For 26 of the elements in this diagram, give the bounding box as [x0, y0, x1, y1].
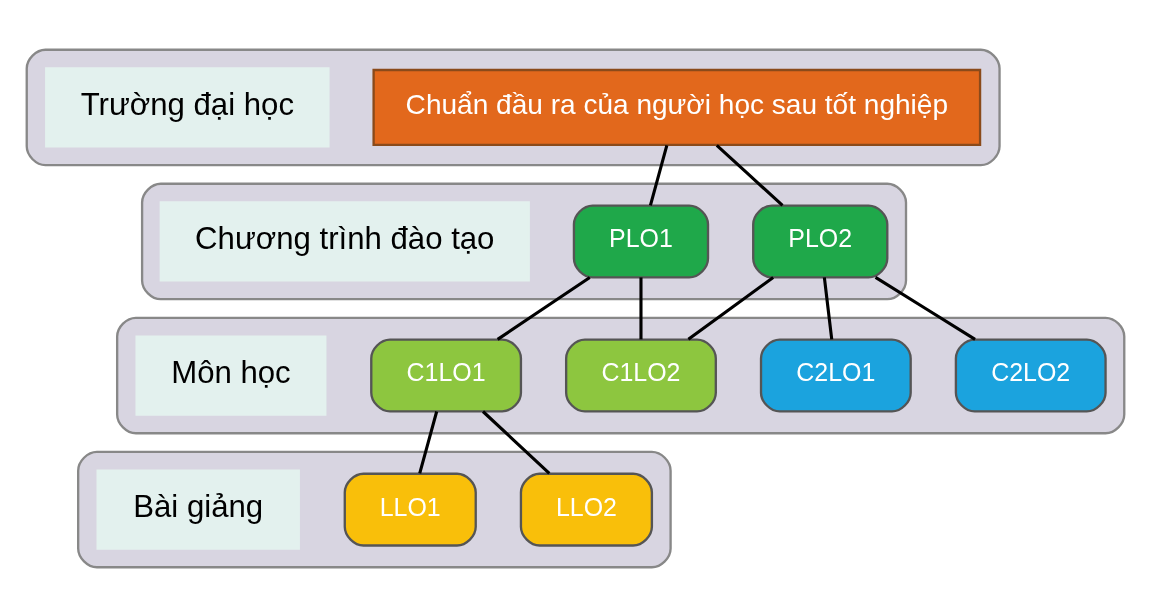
node-box: PLO2 — [752, 203, 889, 278]
node-box: C2LO1 — [759, 338, 912, 413]
connector — [687, 275, 775, 341]
node-box: LLO2 — [519, 472, 654, 547]
node-box: LLO1 — [343, 472, 477, 547]
node-box: Chương trình đào tạo — [159, 200, 530, 282]
node-box: Bài giảng — [96, 468, 300, 550]
cluster — [25, 48, 1001, 166]
connector — [418, 410, 439, 474]
connector — [648, 144, 669, 206]
node-box: C2LO2 — [954, 338, 1107, 413]
connector — [715, 143, 784, 207]
node-box: Trường đại học — [45, 66, 330, 148]
connector — [874, 275, 976, 341]
node-box: C1LO1 — [370, 338, 523, 413]
connector — [481, 409, 551, 475]
connector — [496, 275, 591, 341]
cluster — [77, 450, 672, 568]
cluster — [140, 182, 908, 300]
node-box: Chuẩn đầu ra của người học sau tốt nghiệp — [372, 68, 982, 146]
connector — [822, 276, 834, 340]
node-box: Môn học — [135, 334, 327, 416]
cluster — [116, 316, 1126, 434]
node-box: C1LO2 — [565, 338, 717, 413]
connector — [639, 276, 643, 339]
node-box: PLO1 — [572, 203, 710, 278]
